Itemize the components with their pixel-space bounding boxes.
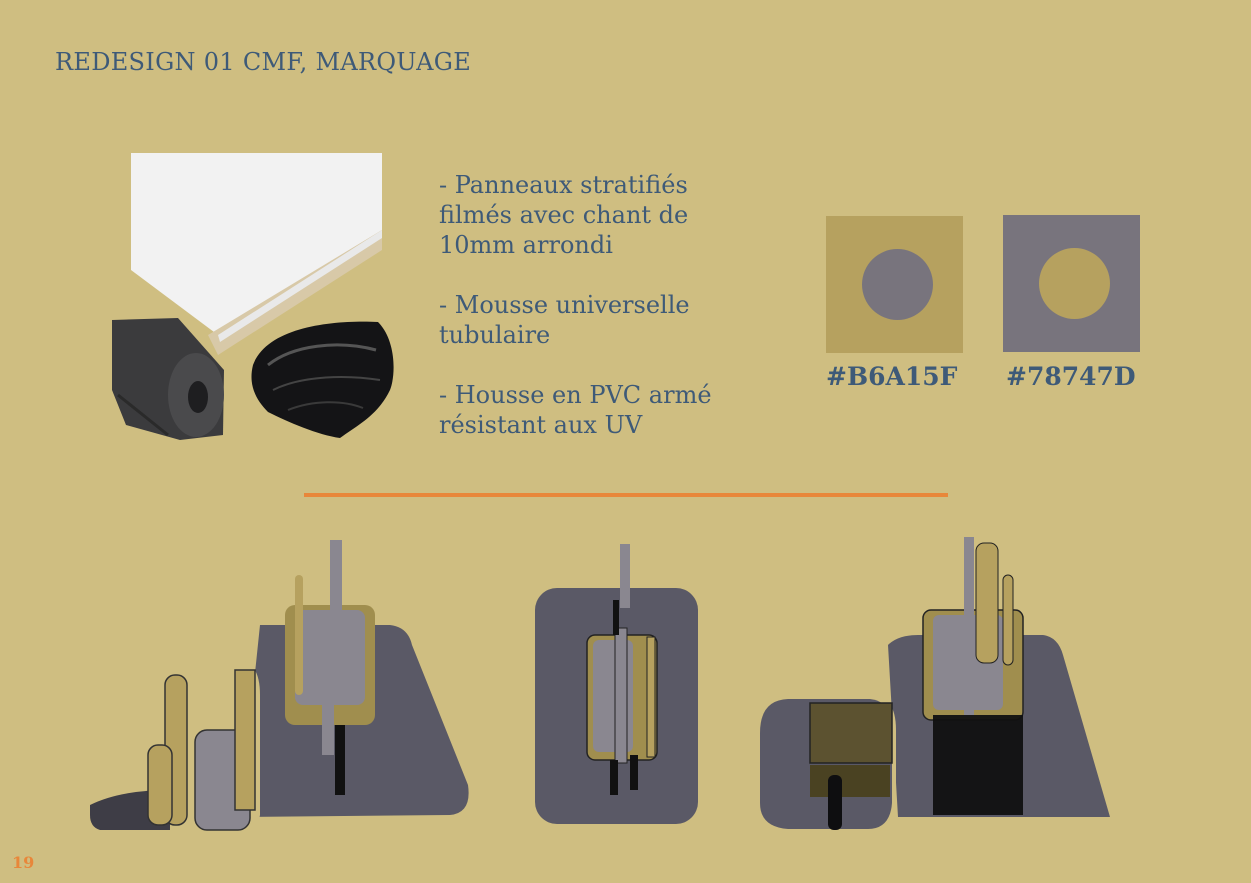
foam-tube-image <box>112 318 224 440</box>
material-item-cover: - Housse en PVC armé résistant aux UV <box>439 381 712 439</box>
laminate-panel-image <box>112 153 394 440</box>
color-code-gold: #B6A15F <box>826 362 958 391</box>
render-view-front <box>535 544 698 824</box>
color-swatch-gold <box>826 216 963 353</box>
material-item-panel: - Panneaux stratifiés filmés avec chant … <box>439 171 689 259</box>
page-number: 19 <box>12 853 35 872</box>
divider-line <box>304 493 948 497</box>
swatch-dot <box>862 249 933 320</box>
materials-list: - Panneaux stratifiés filmés avec chant … <box>439 170 739 470</box>
render-view-left <box>90 540 469 831</box>
pvc-cover-image <box>251 321 394 438</box>
material-item-foam: - Mousse universelle tubulaire <box>439 291 690 349</box>
render-view-right <box>758 537 1110 833</box>
color-swatch-grey <box>1003 215 1140 352</box>
page-title: REDESIGN 01 CMF, MARQUAGE <box>55 48 472 76</box>
color-code-grey: #78747D <box>1006 362 1136 391</box>
swatch-dot <box>1039 248 1110 319</box>
